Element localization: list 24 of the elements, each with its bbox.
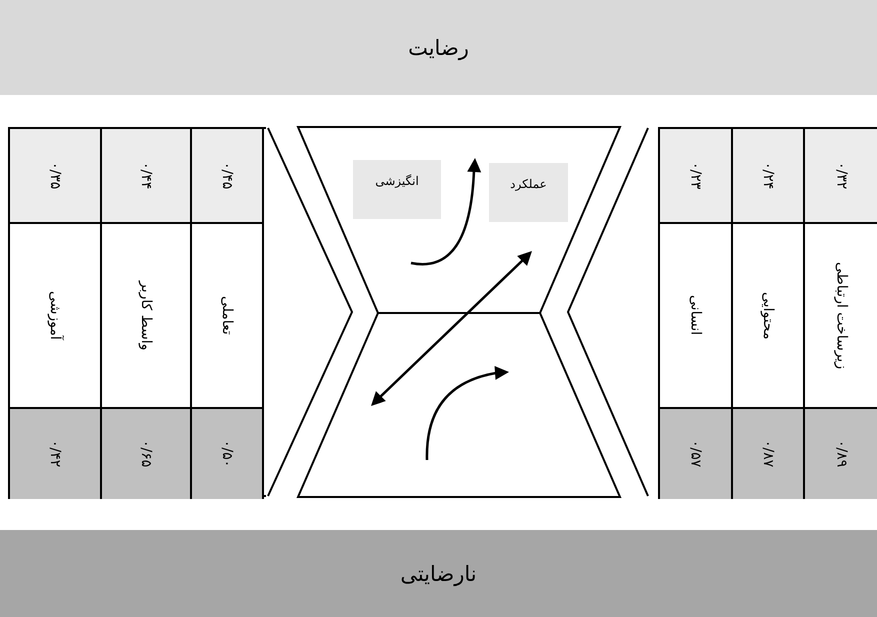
score-text: ۰/۲۳ (688, 162, 704, 190)
band-title: نارضایتی (400, 562, 477, 586)
score-text: ۰/۴۵ (219, 162, 235, 190)
band-title: رضایت (408, 36, 469, 60)
score-text: ۰/۳۲ (834, 162, 850, 190)
score-text: ۰/۴۲ (47, 440, 63, 468)
score-text: ۰/۳۵ (47, 162, 63, 190)
category-text: محتوایی (760, 292, 776, 340)
score-text: ۰/۵۷ (688, 440, 704, 468)
category-text: انسانی (688, 295, 704, 336)
score-text: ۰/۵۰ (219, 440, 235, 468)
box-text: انگیزشی (375, 174, 419, 188)
score-text: ۰/۶۵ (138, 440, 154, 468)
score-text: ۰/۴۴ (138, 162, 154, 190)
category-text: آموزشی (47, 291, 63, 340)
score-text: ۰/۸۹ (834, 440, 850, 468)
banner-band (0, 0, 877, 95)
score-text: ۰/۲۴ (760, 162, 776, 190)
box-text: عملکرد (510, 177, 547, 191)
banner-band (0, 530, 877, 617)
category-text: واسط کاربر (138, 280, 154, 350)
category-text: تعاملی (219, 296, 235, 335)
category-text: زیرساخت ارتباطی (834, 262, 850, 370)
score-text: ۰/۸۷ (760, 440, 776, 468)
